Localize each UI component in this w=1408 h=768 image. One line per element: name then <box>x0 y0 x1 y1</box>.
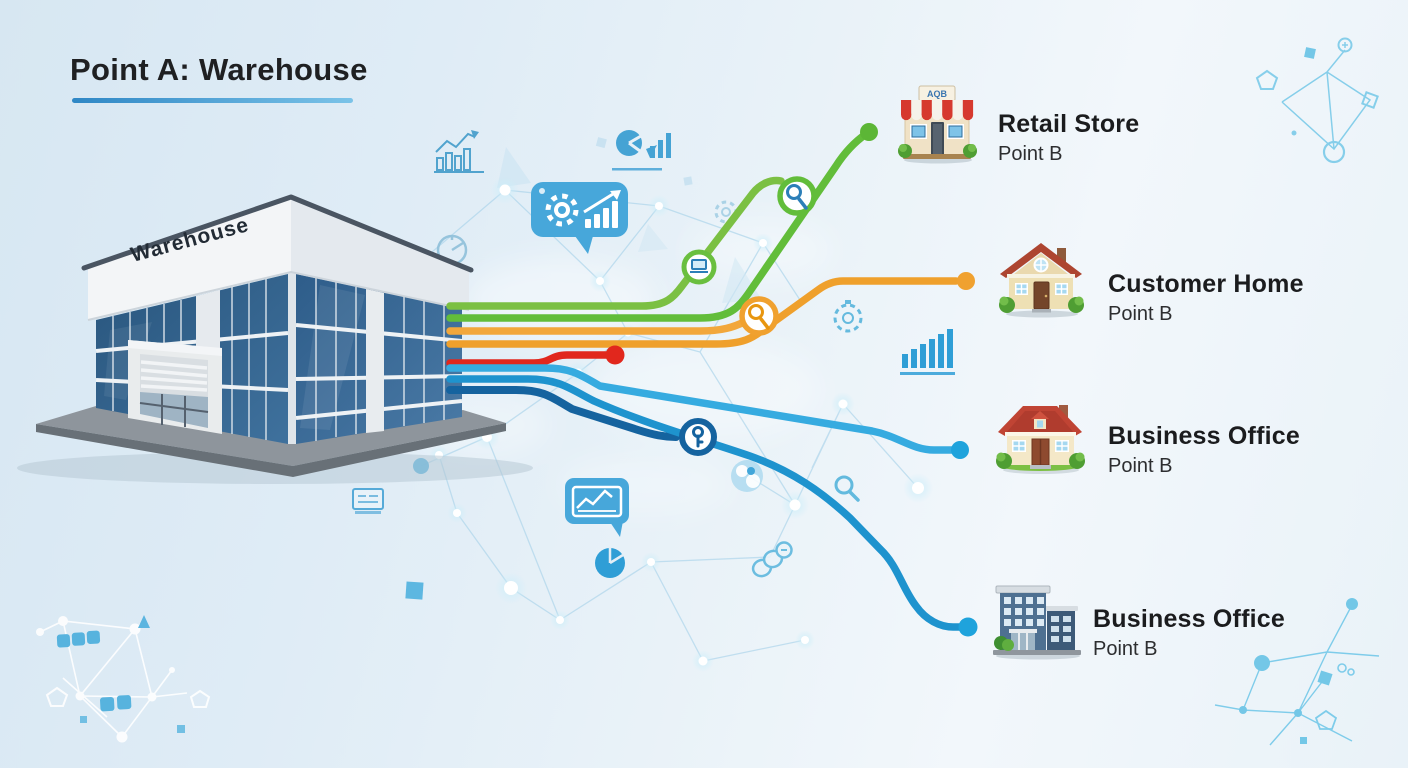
store-sign-text: AQB <box>927 89 948 99</box>
key-node <box>679 418 717 456</box>
office1-endpoint-dot <box>951 441 969 459</box>
route-endpoints <box>605 123 978 637</box>
decor-network-bottom-left <box>36 615 211 743</box>
destination-business-office-1: Business Office Point B <box>993 392 1408 482</box>
route-nodes <box>679 176 817 456</box>
destination-name: Business Office <box>1093 605 1285 633</box>
orange-search-node <box>739 296 779 336</box>
destination-business-office-2: Business Office Point B <box>988 576 1408 666</box>
office2-endpoint-dot <box>958 617 978 637</box>
route-office-cottage <box>446 364 956 454</box>
destination-name: Business Office <box>1108 422 1300 450</box>
destination-sublabel: Point B <box>1108 455 1173 477</box>
decor-network-top-right <box>1255 37 1379 164</box>
decor-network-bottom-right <box>1214 598 1380 746</box>
users-pie-badge-icon <box>731 460 763 492</box>
cottage-house-icon <box>996 405 1085 474</box>
route-office-building <box>446 375 964 631</box>
office-building-icon <box>993 585 1081 660</box>
retail-endpoint-dot <box>860 123 878 141</box>
bar-chart-icon <box>900 329 955 375</box>
route-retail <box>446 130 870 322</box>
page-title: Point A: Warehouse <box>70 52 368 87</box>
title-underline <box>72 98 353 103</box>
timer-gear-icon <box>833 300 863 333</box>
destination-customer-home: Customer Home Point B <box>994 236 1408 326</box>
house-icon <box>999 243 1084 318</box>
destination-sublabel: Point B <box>1093 638 1158 660</box>
combo-chart-icon <box>434 130 484 173</box>
title-block: Point A: Warehouse <box>70 52 368 103</box>
awning <box>901 100 974 121</box>
destination-name: Customer Home <box>1108 270 1304 298</box>
laptop-node <box>681 249 717 285</box>
delivery-routes <box>446 130 964 631</box>
route-green-node <box>446 176 785 310</box>
search-icon <box>834 475 860 502</box>
destination-retail-store: AQB Retail Store Point B <box>890 84 1310 174</box>
line-chart-bubble-icon <box>565 478 629 537</box>
green-search-node <box>777 176 817 216</box>
destination-sublabel: Point B <box>998 143 1063 165</box>
route-key-node <box>446 386 680 441</box>
route-red <box>446 351 610 367</box>
red-endpoint-dot <box>605 345 625 365</box>
route-customer-home <box>446 277 960 348</box>
destination-name: Retail Store <box>998 110 1140 138</box>
pie-chart-icon <box>595 547 625 578</box>
pie-bar-chart-icon <box>612 130 671 171</box>
destination-sublabel: Point B <box>1108 303 1173 325</box>
monitor-icon <box>352 488 384 514</box>
gear-chart-bubble-icon <box>531 182 628 254</box>
storefront-icon: AQB <box>898 85 977 164</box>
customer-endpoint-dot <box>957 272 975 290</box>
coins-icon <box>751 541 793 578</box>
